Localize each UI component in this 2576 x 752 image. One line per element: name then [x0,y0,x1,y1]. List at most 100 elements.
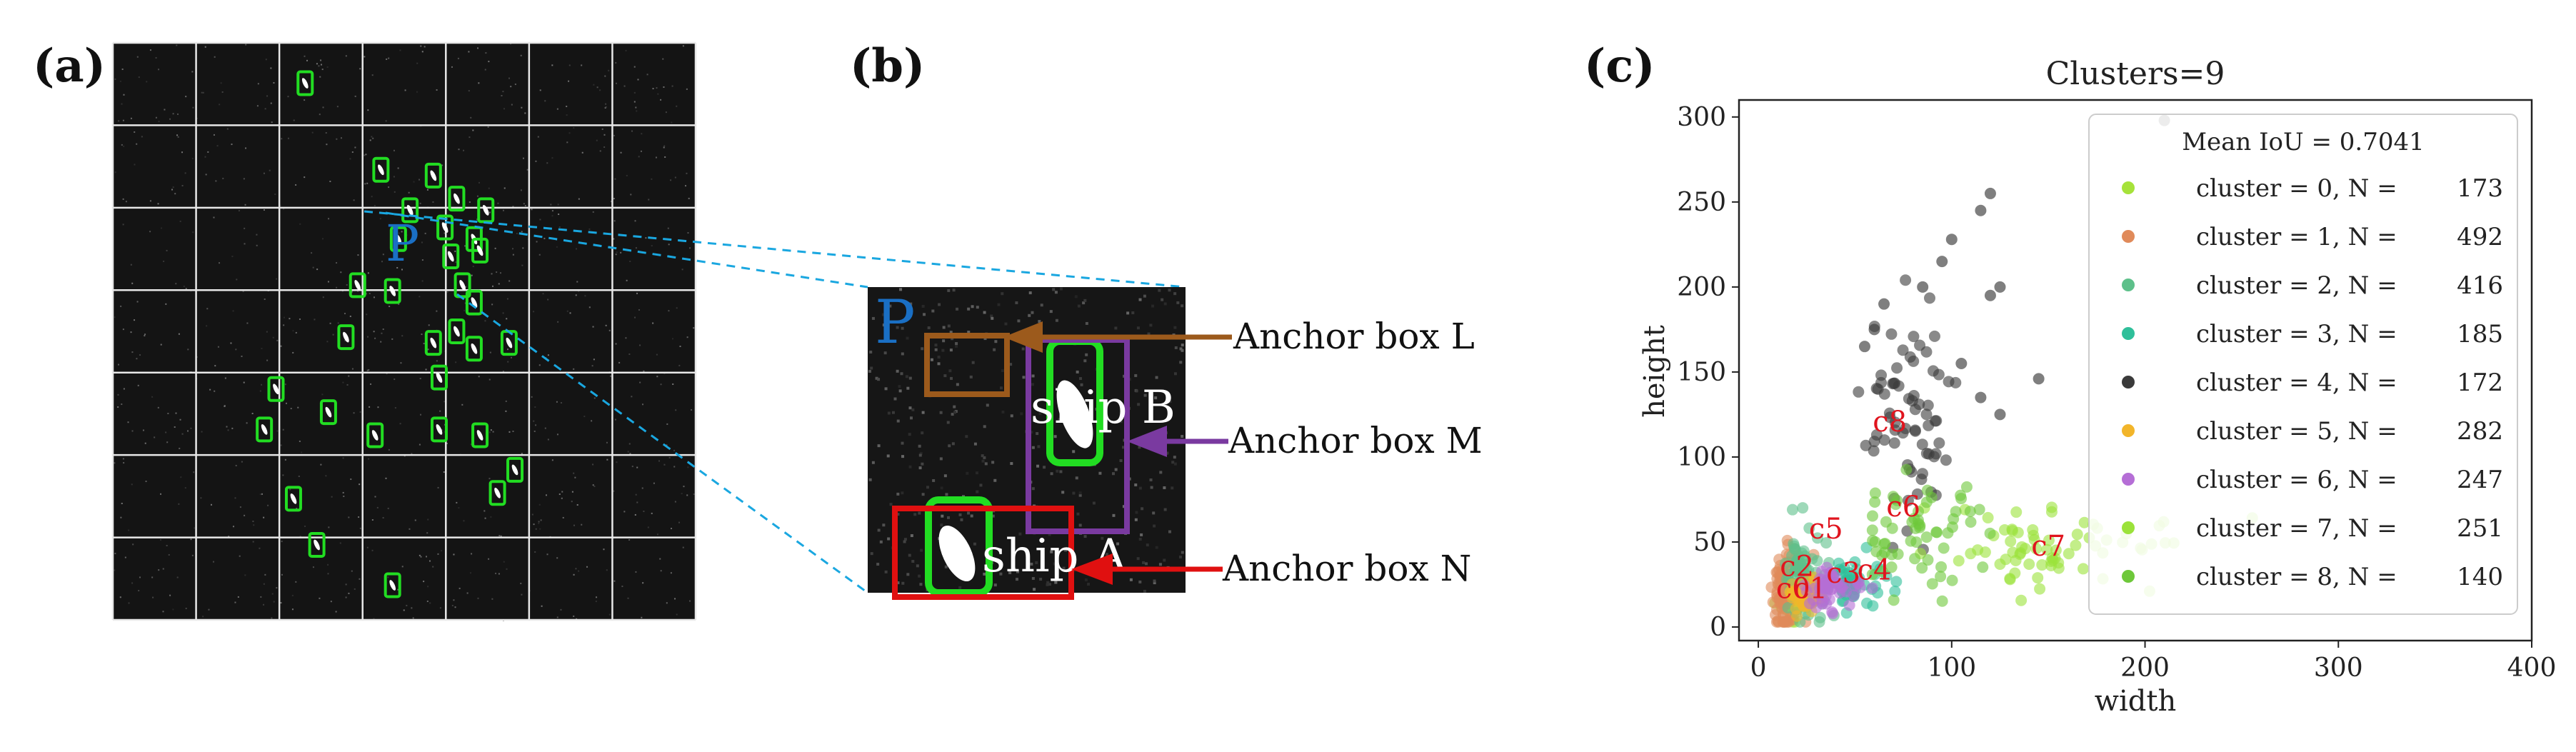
data-point [1897,344,1909,356]
noise-speck [970,514,973,518]
noise-speck [526,169,528,171]
data-point [1889,377,1901,389]
noise-speck [121,503,123,505]
noise-speck [1166,451,1169,455]
noise-speck [119,596,121,598]
noise-speck [120,305,122,307]
noise-speck [512,206,514,208]
noise-speck [901,441,904,445]
noise-speck [606,458,608,461]
noise-speck [652,88,654,90]
data-point-outlier [1975,204,1987,216]
noise-speck [117,406,119,408]
noise-speck [281,573,283,576]
noise-speck [332,334,334,336]
noise-speck [471,274,473,276]
noise-speck [976,306,979,309]
y-tick-label: 250 [1677,188,1726,217]
noise-speck [1030,431,1033,434]
noise-speck [508,280,511,282]
data-point [1869,536,1881,548]
legend-title: Mean IoU = 0.7041 [2182,128,2425,156]
noise-speck [682,546,684,548]
data-point [1920,408,1933,421]
noise-speck [401,269,403,271]
noise-speck [660,570,662,572]
noise-speck [183,285,185,287]
noise-speck [301,451,303,453]
noise-speck [633,66,636,68]
noise-speck [951,337,954,341]
noise-speck [1016,570,1019,573]
data-point-outlier [1858,341,1870,353]
legend-marker [2122,327,2135,340]
noise-speck [1136,326,1140,330]
noise-speck [916,564,919,568]
noise-speck [242,291,244,293]
noise-speck [345,596,347,598]
point-p-label-a: P [386,214,419,273]
noise-speck [1135,511,1138,514]
noise-speck [326,144,328,146]
noise-speck [625,337,627,339]
noise-speck [451,66,453,68]
noise-speck [346,383,349,386]
noise-speck [455,261,457,264]
ship-target [459,279,466,291]
noise-speck [558,226,561,228]
noise-speck [299,536,301,538]
noise-speck [386,373,388,375]
noise-speck [678,364,681,366]
noise-speck [340,137,342,139]
noise-speck [1028,314,1031,317]
data-point [1955,493,1968,505]
noise-speck [533,311,535,313]
noise-speck [436,360,438,362]
legend-entry-count: 416 [2457,271,2503,300]
noise-speck [316,63,318,65]
noise-speck [921,304,925,308]
noise-speck [292,330,294,332]
noise-speck [1033,588,1036,591]
noise-speck [427,349,429,351]
noise-speck [1142,561,1146,564]
noise-speck [298,475,300,477]
noise-speck [522,157,524,159]
noise-speck [676,613,678,616]
noise-speck [534,406,536,408]
noise-speck [241,355,243,357]
noise-speck [908,465,912,468]
noise-speck [267,504,269,506]
noise-speck [351,570,353,572]
noise-speck [304,99,306,101]
data-point [1840,586,1852,598]
noise-speck [674,501,676,503]
ship-detection-box [401,197,419,224]
data-point [1886,522,1898,534]
noise-speck [1017,319,1021,323]
noise-speck [512,254,514,256]
noise-speck [1001,292,1004,296]
noise-speck [499,272,501,274]
noise-speck [498,535,501,537]
data-point [1786,586,1798,598]
noise-speck [306,59,309,61]
noise-speck [287,96,289,98]
noise-speck [437,553,439,555]
noise-speck [958,586,962,589]
ship-target [430,337,437,349]
data-point [2028,529,2040,541]
noise-speck [136,358,138,360]
noise-speck [663,145,666,147]
noise-speck [1121,446,1125,449]
data-point [1921,484,1933,496]
data-point-outlier [2033,373,2045,385]
noise-speck [276,430,279,432]
noise-speck [344,313,346,315]
noise-speck [505,410,507,412]
noise-speck [951,413,954,416]
noise-speck [1001,410,1005,413]
data-point [2004,573,2016,586]
noise-speck [264,108,266,110]
